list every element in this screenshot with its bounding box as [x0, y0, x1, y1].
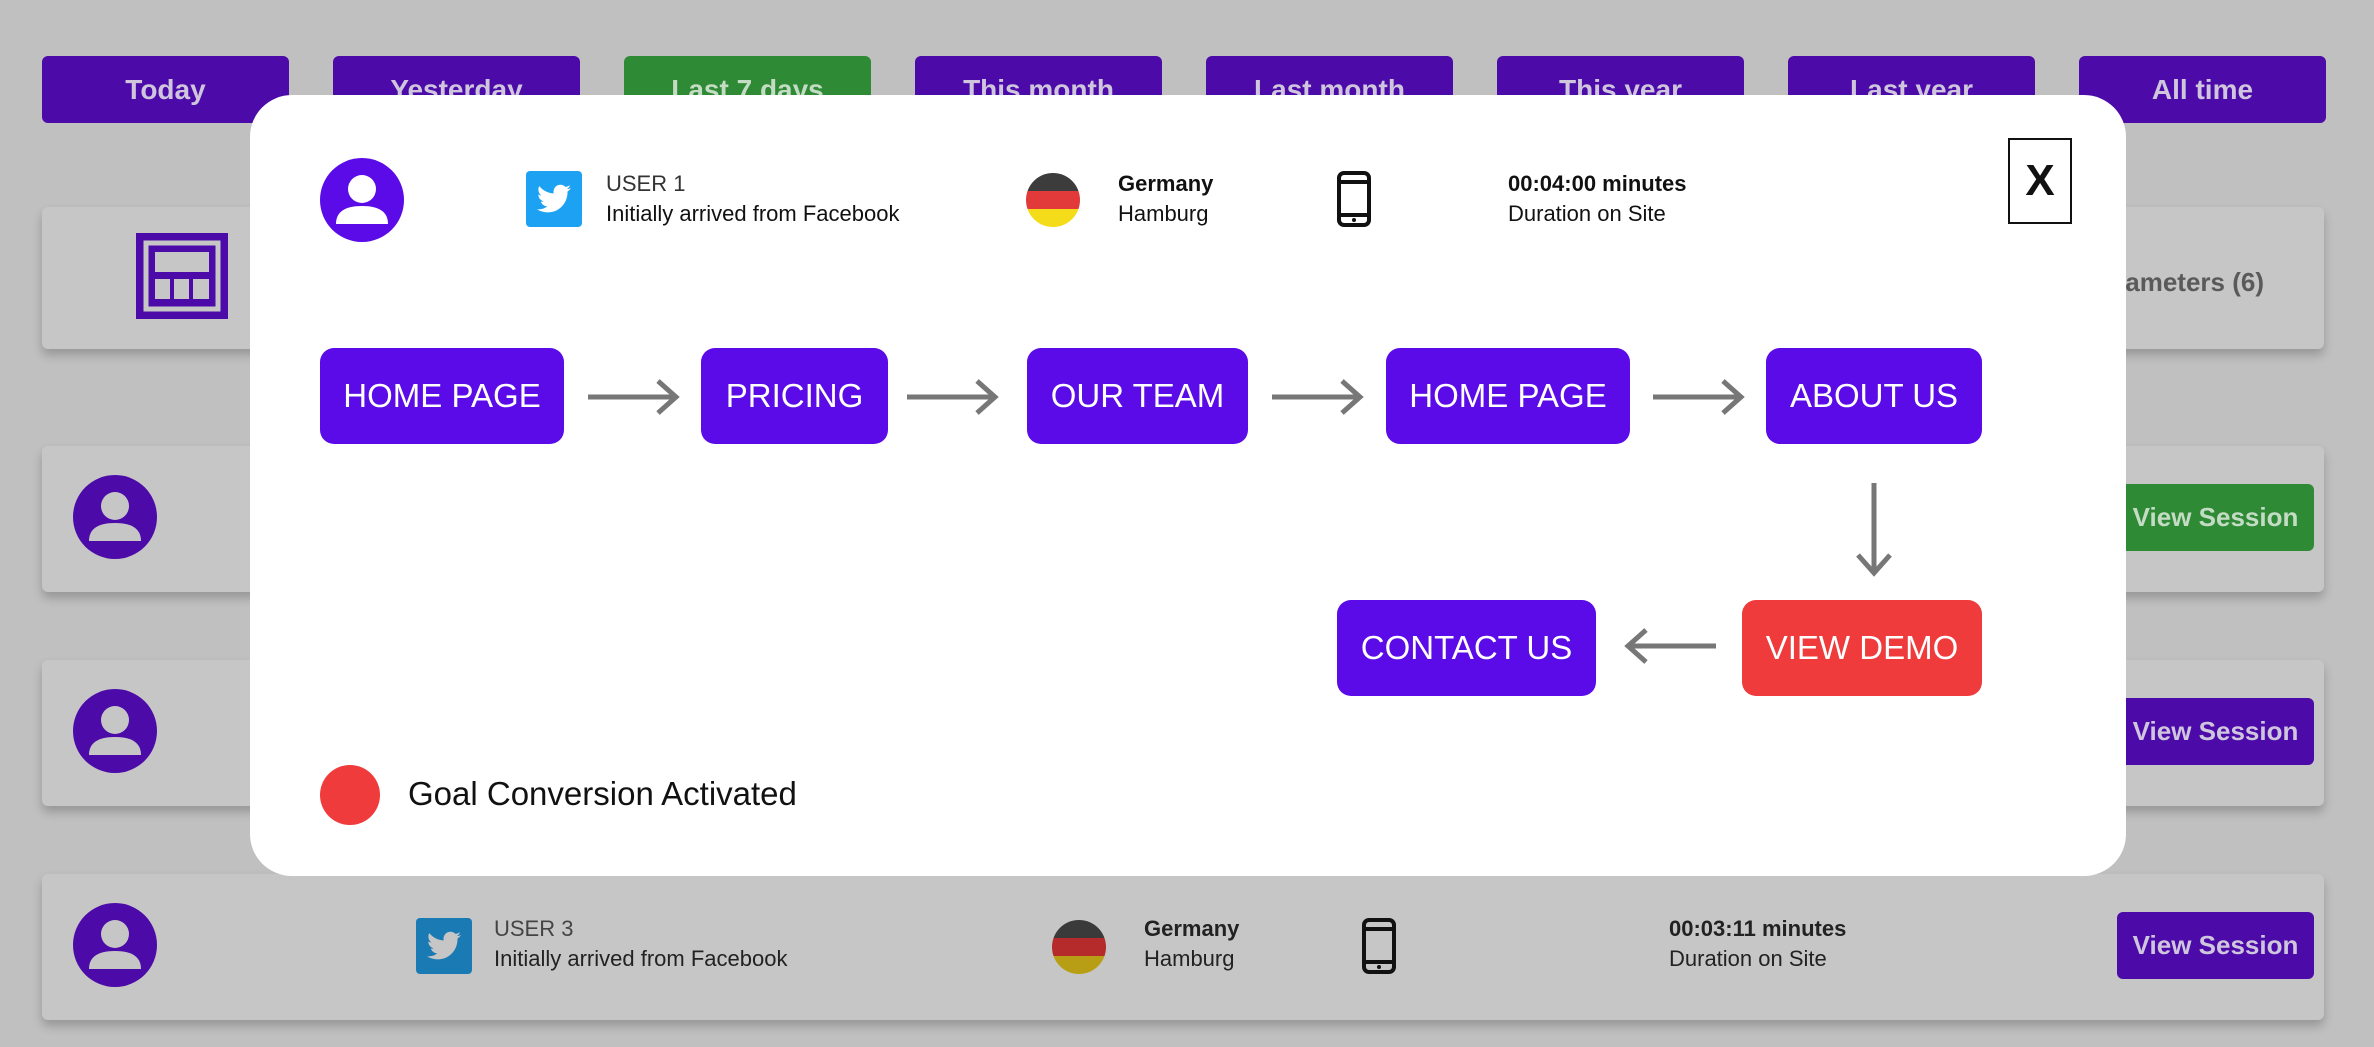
location-info: Germany Hamburg	[1144, 914, 1239, 974]
journey-step-pricing[interactable]: PRICING	[701, 348, 888, 444]
germany-flag-icon	[1052, 920, 1106, 974]
goal-conversion-label: Goal Conversion Activated	[408, 775, 797, 812]
germany-flag-icon	[1026, 173, 1080, 227]
arrow-right-icon	[1272, 379, 1364, 415]
journey-step-home-page-2[interactable]: HOME PAGE	[1386, 348, 1630, 444]
layout-icon	[136, 233, 228, 319]
arrow-right-icon	[907, 379, 999, 415]
filter-today[interactable]: Today	[42, 56, 289, 123]
duration-info: 00:04:00 minutes Duration on Site	[1508, 169, 1687, 229]
mobile-phone-icon	[1337, 171, 1371, 227]
user-avatar-icon	[73, 689, 157, 773]
arrow-right-icon	[1653, 379, 1745, 415]
filter-all-time[interactable]: All time	[2079, 56, 2326, 123]
goal-indicator-dot	[320, 765, 380, 825]
user-avatar-icon	[320, 158, 404, 242]
user-name: USER 1	[606, 171, 686, 196]
arrow-left-icon	[1624, 628, 1716, 664]
user-info: USER 1 Initially arrived from Facebook	[606, 169, 899, 229]
user-avatar-icon	[73, 475, 157, 559]
user-avatar-icon	[73, 903, 157, 987]
traffic-source: Initially arrived from Facebook	[494, 946, 788, 971]
country: Germany	[1144, 916, 1240, 941]
session-detail-modal: X USER 1 Initially arrived from Facebook…	[250, 95, 2126, 876]
duration-info: 00:03:11 minutes Duration on Site	[1669, 914, 1846, 974]
journey-step-view-demo[interactable]: VIEW DEMO	[1742, 600, 1982, 696]
arrow-down-icon	[1856, 483, 1892, 577]
close-button[interactable]: X	[2008, 138, 2072, 224]
country: Germany	[1118, 171, 1214, 196]
location-info: Germany Hamburg	[1118, 169, 1213, 229]
user-info: USER 3 Initially arrived from Facebook	[494, 914, 787, 974]
session-row: USER 3 Initially arrived from Facebook G…	[42, 874, 2324, 1020]
view-session-button[interactable]: View Session	[2117, 484, 2314, 551]
parameters-label[interactable]: ameters (6)	[2125, 267, 2264, 297]
journey-step-home-page[interactable]: HOME PAGE	[320, 348, 564, 444]
arrow-right-icon	[588, 379, 680, 415]
twitter-icon	[526, 171, 582, 227]
duration-label: Duration on Site	[1669, 946, 1827, 971]
traffic-source: Initially arrived from Facebook	[606, 201, 900, 226]
duration-value: 00:04:00 minutes	[1508, 171, 1687, 196]
view-session-button[interactable]: View Session	[2117, 698, 2314, 765]
mobile-phone-icon	[1362, 918, 1396, 974]
duration-value: 00:03:11 minutes	[1669, 916, 1847, 941]
user-name: USER 3	[494, 916, 574, 941]
journey-step-our-team[interactable]: OUR TEAM	[1027, 348, 1248, 444]
city: Hamburg	[1118, 201, 1209, 226]
city: Hamburg	[1144, 946, 1235, 971]
journey-step-about-us[interactable]: ABOUT US	[1766, 348, 1982, 444]
duration-label: Duration on Site	[1508, 201, 1666, 226]
journey-step-contact-us[interactable]: CONTACT US	[1337, 600, 1596, 696]
view-session-button[interactable]: View Session	[2117, 912, 2314, 979]
twitter-icon	[416, 918, 472, 974]
